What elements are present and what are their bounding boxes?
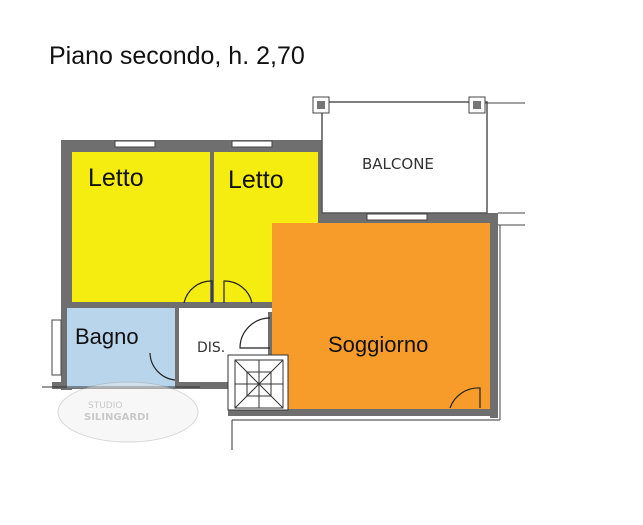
- room-balcone: [321, 101, 488, 214]
- room-label-balcone: BALCONE: [362, 155, 434, 173]
- room-label-letto-2: Letto: [228, 166, 284, 194]
- svg-text:SILINGARDI: SILINGARDI: [84, 412, 149, 423]
- room-letto-1: [72, 152, 210, 302]
- room-label-soggiorno: Soggiorno: [328, 332, 428, 357]
- studio-logo-watermark: STUDIO SILINGARDI: [57, 381, 199, 443]
- room-bagno: [67, 308, 175, 388]
- room-label-bagno: Bagno: [75, 324, 139, 349]
- room-label-letto-1: Letto: [88, 164, 144, 192]
- floor-title: Piano secondo, h. 2,70: [49, 42, 305, 70]
- svg-text:STUDIO: STUDIO: [88, 401, 122, 411]
- room-soggiorno: [272, 223, 490, 409]
- room-label-dis: DIS.: [197, 340, 225, 356]
